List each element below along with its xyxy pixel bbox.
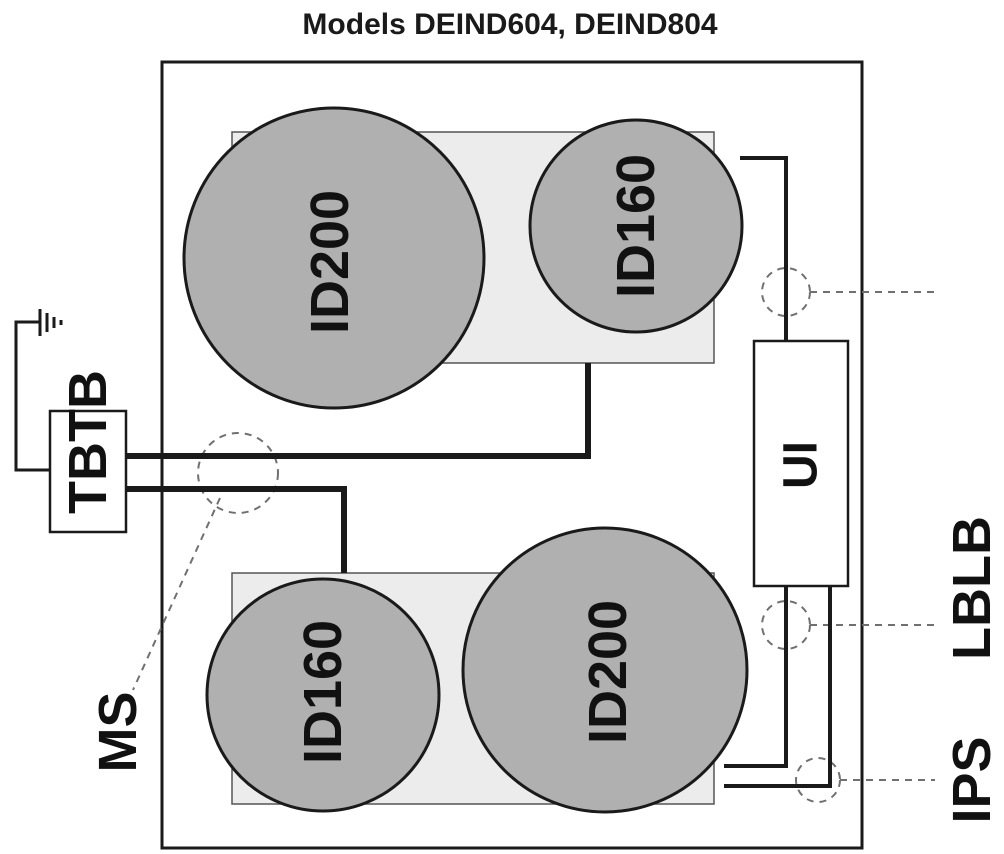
ui-box <box>752 339 850 588</box>
tbtb-box <box>48 409 128 534</box>
leader-ms <box>132 497 221 691</box>
wire-ui-to-bottom-right-b <box>724 586 832 788</box>
burner-top-left <box>182 106 486 410</box>
ms-label: MS <box>88 692 148 773</box>
ui-label: UI <box>775 441 828 489</box>
wire-to-top-left <box>126 363 591 459</box>
burner-top-right-label: ID160 <box>606 154 666 298</box>
burner-bottom-right <box>461 526 749 814</box>
callout-circle-ms <box>197 432 279 514</box>
callout-circle-top-right <box>761 267 811 317</box>
burner-bottom-left <box>205 577 441 813</box>
callout-circle-lblb <box>761 600 811 650</box>
dashed-callout-circles <box>197 267 841 803</box>
ips-label: IPS <box>942 736 1002 823</box>
wire-ui-to-bottom-right-a <box>724 586 788 768</box>
wire-top-right-to-ui <box>740 156 788 341</box>
wiring <box>14 156 832 788</box>
burner-bottom-left-label: ID160 <box>293 620 353 764</box>
lblb-label: LBLB <box>942 516 1002 660</box>
wire-to-bottom-left <box>126 486 347 573</box>
burner-top-right <box>528 118 744 334</box>
ground-symbol-icon <box>38 309 63 336</box>
burner-top-left-label: ID200 <box>300 190 360 334</box>
diagram-title: Models DEIND604, DEIND804 <box>302 8 718 41</box>
tbtb-label: TBTB <box>58 370 118 514</box>
dashed-leaders <box>132 291 935 781</box>
callout-circle-ips <box>795 757 841 803</box>
burner-bottom-right-label: ID200 <box>578 600 638 744</box>
ground-wire <box>14 320 50 472</box>
